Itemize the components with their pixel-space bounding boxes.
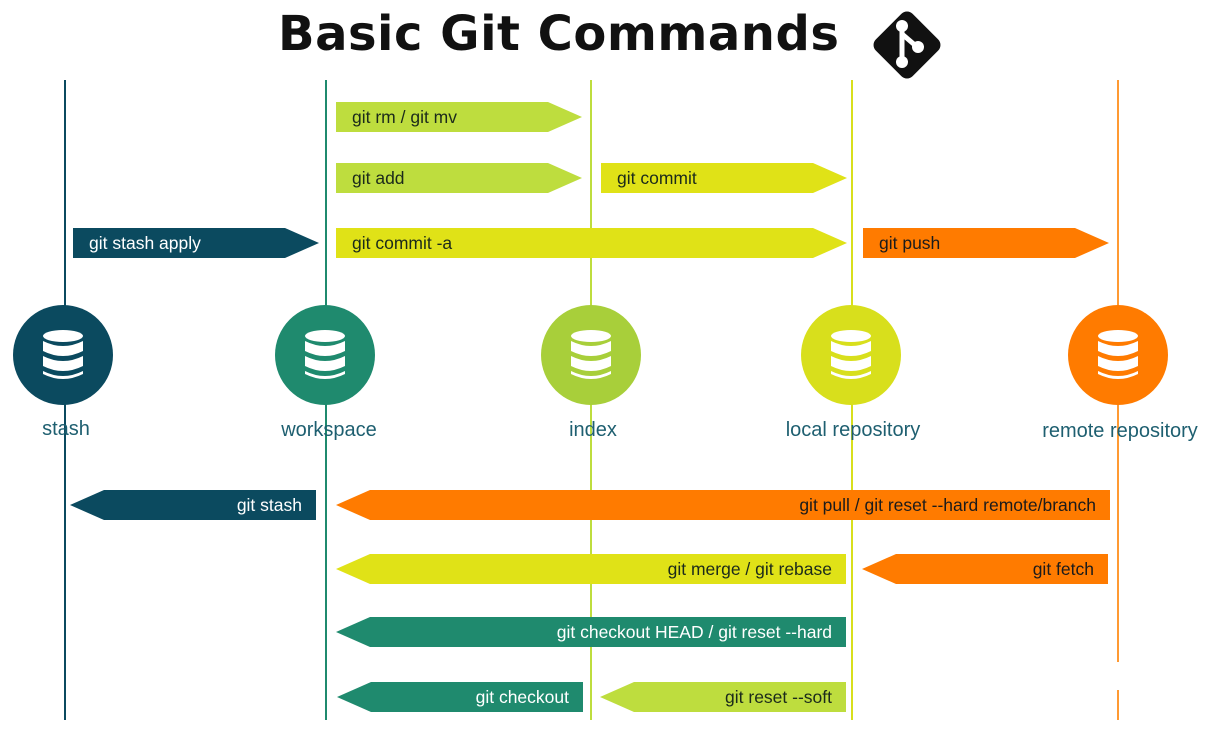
remote-repository-node [1068,305,1168,405]
git-stash-label: git stash [236,494,302,515]
git-stash-apply-arrow: git stash apply [73,228,319,258]
page-title: Basic Git Commands [278,6,840,62]
stash-node [13,305,113,405]
git-rm-mv-label: git rm / git mv [352,106,458,127]
git-push-arrow: git push [863,228,1109,258]
remote-repository-label: remote repository [1042,420,1198,442]
git-pull-reset-label: git pull / git reset --hard remote/branc… [799,494,1096,515]
workspace-label: workspace [281,419,377,441]
git-logo-icon [873,11,941,79]
git-push-label: git push [879,232,941,253]
git-commit-a-label: git commit -a [352,232,453,253]
git-checkout-head-arrow: git checkout HEAD / git reset --hard [336,617,846,647]
database-icon [831,330,871,379]
git-commit-label: git commit [617,167,697,188]
stash-label: stash [42,418,90,440]
database-icon [1098,330,1138,379]
title-area: Basic Git Commands [0,2,1215,80]
git-reset-soft-label: git reset --soft [725,686,832,707]
git-merge-rebase-arrow: git merge / git rebase [336,554,846,584]
git-stash-apply-label: git stash apply [89,232,201,253]
database-icon [571,330,611,379]
git-stash-arrow: git stash [70,490,316,520]
git-commit-a-arrow: git commit -a [336,228,847,258]
git-pull-reset-arrow: git pull / git reset --hard remote/branc… [336,490,1110,520]
git-reset-soft-arrow: git reset --soft [600,682,846,712]
git-merge-rebase-label: git merge / git rebase [667,558,832,579]
index-node [541,305,641,405]
git-commit-arrow: git commit [601,163,847,193]
git-fetch-arrow: git fetch [862,554,1108,584]
git-add-label: git add [352,167,405,188]
local-repository-node [801,305,901,405]
index-label: index [569,419,617,441]
git-checkout-arrow: git checkout [337,682,583,712]
database-icon [43,330,83,379]
git-checkout-head-label: git checkout HEAD / git reset --hard [556,621,832,642]
local-repository-label: local repository [785,419,921,441]
database-icon [305,330,345,379]
git-add-arrow: git add [336,163,582,193]
git-checkout-label: git checkout [475,686,569,707]
workspace-node [275,305,375,405]
remote-repository-line-tail [1117,690,1119,720]
git-rm-mv-arrow: git rm / git mv [336,102,582,132]
git-fetch-label: git fetch [1032,558,1094,579]
